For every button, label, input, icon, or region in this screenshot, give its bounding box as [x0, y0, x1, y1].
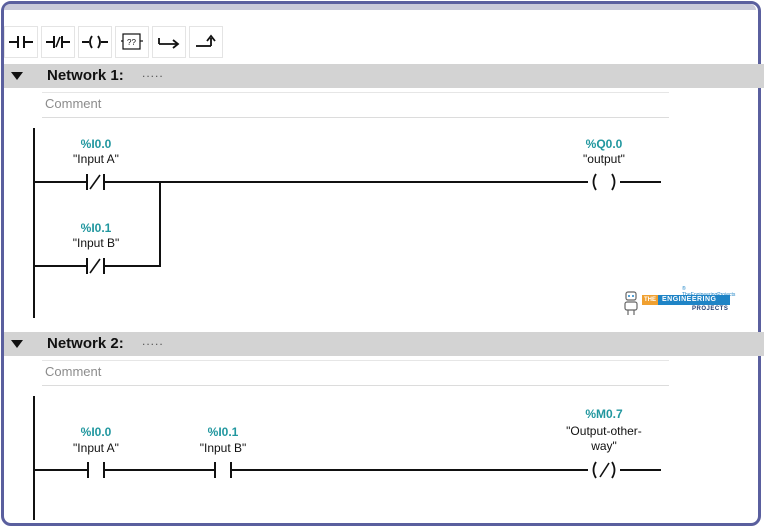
engineering-projects-logo: ® TheEngineeringProjects THE ENGINEERING…	[618, 286, 735, 320]
coil-output[interactable]	[592, 173, 616, 191]
coil-address: %M0.7	[585, 407, 623, 421]
network-2-header[interactable]: Network 2: .....	[4, 332, 764, 356]
coil-address: %Q0.0	[585, 137, 623, 151]
nc-contact-input-a[interactable]	[86, 174, 105, 190]
comment-placeholder: Comment	[45, 96, 102, 111]
robot-mascot-icon	[624, 291, 638, 315]
network-2-comment[interactable]: Comment	[42, 360, 669, 386]
network-title: Network 1:	[47, 67, 124, 84]
nc-contact-button[interactable]	[41, 26, 75, 58]
coil-icon	[82, 35, 108, 49]
normally-open-contact-icon	[9, 36, 33, 48]
network-1-rungs	[33, 128, 661, 318]
normally-closed-contact-icon	[46, 36, 70, 48]
contact-symbol: "Input A"	[73, 152, 119, 166]
coil-symbol-line1: "Output-other-	[566, 424, 642, 438]
contact-address: %I0.0	[80, 137, 112, 151]
empty-box-icon: ??	[121, 33, 143, 50]
logo-bar: THE ENGINEERING	[642, 295, 730, 305]
window-top-bar	[4, 4, 756, 10]
network-2-ladder: %I0.0 "Input A" %I0.1 "Input B" %M0.7 "O…	[0, 388, 768, 523]
window-frame	[1, 1, 761, 526]
coil-symbol-line2: way"	[591, 439, 617, 453]
svg-text:??: ??	[127, 38, 136, 47]
network-2-rungs	[33, 396, 661, 520]
network-1-comment[interactable]: Comment	[42, 92, 669, 118]
open-branch-button[interactable]	[152, 26, 186, 58]
logo-projects: PROJECTS	[692, 306, 729, 312]
contact-address: %I0.1	[80, 221, 112, 235]
network-1-header[interactable]: Network 1: .....	[4, 64, 764, 88]
contact-symbol: "Input B"	[72, 236, 120, 250]
negated-coil-output[interactable]	[592, 461, 616, 479]
contact-symbol: "Input A"	[73, 441, 119, 455]
coil-button[interactable]	[78, 26, 112, 58]
comment-placeholder: Comment	[45, 364, 102, 379]
contact-symbol: "Input B"	[199, 441, 247, 455]
coil-symbol: "output"	[583, 152, 625, 166]
network-title-placeholder[interactable]: .....	[142, 66, 164, 80]
no-contact-input-a[interactable]	[87, 462, 105, 478]
network-title-placeholder[interactable]: .....	[142, 334, 164, 348]
no-contact-input-b[interactable]	[214, 462, 232, 478]
ladder-toolbar: ??	[4, 24, 226, 60]
close-branch-icon	[196, 34, 216, 47]
open-branch-icon	[158, 38, 180, 49]
contact-address: %I0.0	[80, 425, 112, 439]
collapse-triangle-icon[interactable]	[11, 340, 23, 348]
collapse-triangle-icon[interactable]	[11, 72, 23, 80]
nc-contact-input-b[interactable]	[86, 258, 105, 274]
network-title: Network 2:	[47, 335, 124, 352]
logo-the: THE	[642, 295, 658, 305]
logo-engineering: ENGINEERING	[662, 296, 717, 303]
network-1-ladder: %I0.0 "Input A" %I0.1 "Input B" %Q0.0 "o…	[0, 120, 768, 325]
empty-box-button[interactable]: ??	[115, 26, 149, 58]
no-contact-button[interactable]	[4, 26, 38, 58]
close-branch-button[interactable]	[189, 26, 223, 58]
contact-address: %I0.1	[207, 425, 239, 439]
